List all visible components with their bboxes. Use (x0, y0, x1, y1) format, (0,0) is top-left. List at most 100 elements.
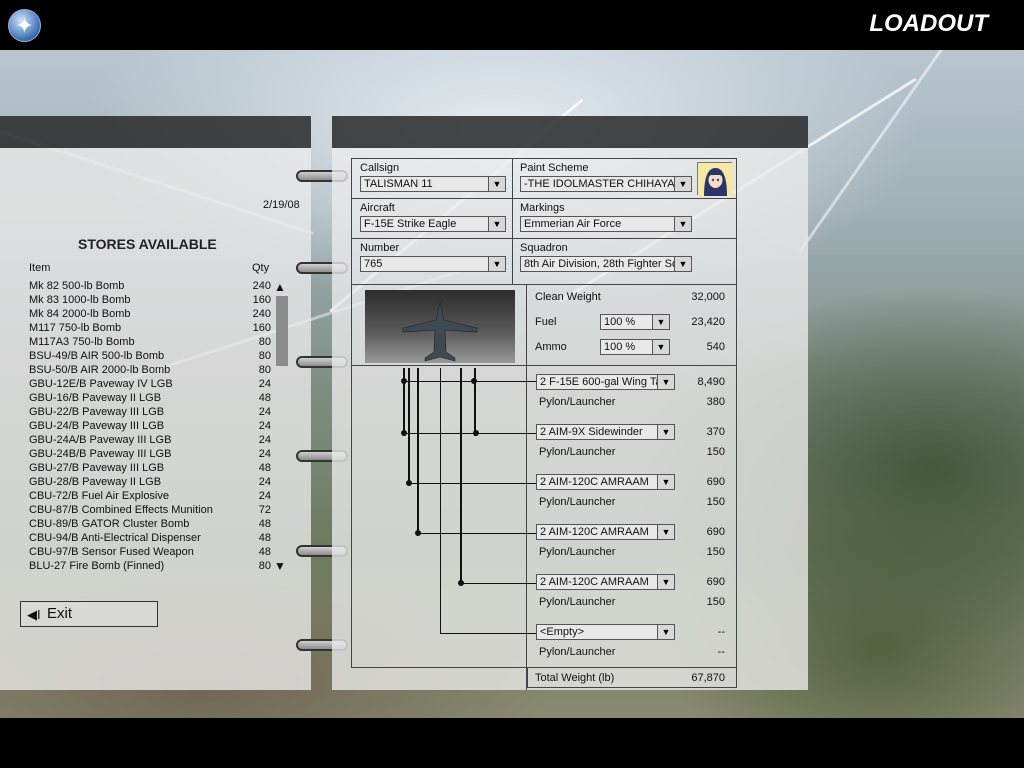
connector-dot (406, 480, 412, 486)
chevron-down-icon[interactable]: ▼ (657, 475, 674, 489)
stations-box (351, 366, 737, 668)
chevron-down-icon[interactable]: ▼ (657, 425, 674, 439)
station-6-store: <Empty> (540, 626, 585, 638)
station-1-store: 2 F-15E 600-gal Wing Ta (540, 376, 662, 388)
fuel-percent-dropdown[interactable]: 100 %▼ (600, 314, 670, 330)
form-column-divider (351, 158, 513, 285)
chevron-down-icon[interactable]: ▼ (674, 177, 691, 191)
number-dropdown[interactable]: 765▼ (360, 256, 506, 272)
aircraft-details-box (351, 158, 737, 285)
chevron-down-icon[interactable]: ▼ (488, 217, 505, 231)
store-row[interactable]: Mk 83 1000-lb Bomb 160 (29, 294, 271, 308)
stores-panel-header (0, 116, 311, 148)
squadron-dropdown[interactable]: 8th Air Division, 28th Fighter Sq▼ (520, 256, 692, 272)
store-name: GBU-28/B Paveway II LGB (29, 476, 162, 488)
connector-dot (415, 530, 421, 536)
station-3-dropdown[interactable]: 2 AIM-120C AMRAAM▼ (536, 474, 675, 490)
store-name: CBU-87/B Combined Effects Munition (29, 504, 213, 516)
store-name: Mk 84 2000-lb Bomb (29, 308, 131, 320)
markings-dropdown[interactable]: Emmerian Air Force▼ (520, 216, 692, 232)
bottom-bar (0, 718, 1024, 768)
aircraft-dropdown[interactable]: F-15E Strike Eagle ▼ (360, 216, 506, 232)
store-name: BSU-50/B AIR 2000-lb Bomb (29, 364, 171, 376)
aircraft-value: F-15E Strike Eagle (364, 218, 457, 230)
store-qty: 80 (258, 364, 271, 376)
store-name: Mk 83 1000-lb Bomb (29, 294, 131, 306)
store-name: GBU-16/B Paveway II LGB (29, 392, 162, 404)
contrail (798, 37, 951, 253)
scroll-up-arrow-icon[interactable]: ▲ (274, 280, 286, 294)
squadron-value: 8th Air Division, 28th Fighter Sq (524, 258, 679, 270)
store-qty: 48 (258, 546, 271, 558)
store-qty: 24 (258, 434, 271, 446)
callsign-dropdown[interactable]: TALISMAN 11▼ (360, 176, 506, 192)
store-qty: 24 (258, 490, 271, 502)
store-qty: 24 (258, 420, 271, 432)
station-4-dropdown[interactable]: 2 AIM-120C AMRAAM▼ (536, 524, 675, 540)
ammo-percent-dropdown[interactable]: 100 %▼ (600, 339, 670, 355)
store-row[interactable]: Mk 84 2000-lb Bomb 240 (29, 308, 271, 322)
store-qty: 240 (252, 280, 271, 292)
chevron-down-icon[interactable]: ▼ (657, 375, 674, 389)
store-name: CBU-97/B Sensor Fused Weapon (29, 546, 194, 558)
chevron-down-icon[interactable]: ▼ (488, 177, 505, 191)
chevron-down-icon[interactable]: ▼ (652, 315, 669, 329)
chevron-down-icon[interactable]: ▼ (657, 525, 674, 539)
chevron-down-icon[interactable]: ▼ (674, 217, 691, 231)
clean-weight-label: Clean Weight (535, 291, 601, 303)
chevron-down-icon[interactable]: ▼ (657, 625, 674, 639)
ammo-label: Ammo (535, 341, 567, 353)
store-name: CBU-89/B GATOR Cluster Bomb (29, 518, 190, 530)
chevron-down-icon[interactable]: ▼ (674, 257, 691, 271)
store-row[interactable]: BLU-27 Fire Bomb (Finned)80 (29, 560, 271, 574)
exit-button[interactable]: ◀I Exit (20, 601, 158, 627)
wire (417, 368, 419, 534)
store-row[interactable]: CBU-89/B GATOR Cluster Bomb 48 (29, 518, 271, 532)
scroll-down-arrow-icon[interactable]: ▼ (274, 559, 286, 573)
screen-title: LOADOUT (869, 10, 988, 37)
store-qty: 240 (252, 308, 271, 320)
station-6-pylon-label: Pylon/Launcher (539, 646, 616, 658)
store-name: BSU-49/B AIR 500-lb Bomb (29, 350, 165, 362)
store-qty: 48 (258, 518, 271, 530)
store-name: CBU-72/B Fuel Air Explosive (29, 490, 169, 502)
stores-panel (0, 148, 311, 690)
station-5-dropdown[interactable]: 2 AIM-120C AMRAAM▼ (536, 574, 675, 590)
stations-column-divider (526, 285, 527, 690)
wire (440, 368, 441, 634)
scrollbar-thumb[interactable] (276, 296, 288, 366)
wire (403, 433, 536, 434)
store-row[interactable]: CBU-97/B Sensor Fused Weapon 48 (29, 546, 271, 560)
chevron-down-icon[interactable]: ▼ (488, 257, 505, 271)
squadron-label: Squadron (520, 242, 568, 254)
station-2-dropdown[interactable]: 2 AIM-9X Sidewinder▼ (536, 424, 675, 440)
wire (440, 633, 536, 634)
store-name: GBU-12E/B Paveway IV LGB (29, 378, 173, 390)
connector-dot (473, 430, 479, 436)
store-row[interactable]: BSU-50/B AIR 2000-lb Bomb 80 (29, 364, 271, 378)
station-1-dropdown[interactable]: 2 F-15E 600-gal Wing Ta▼ (536, 374, 675, 390)
station-6-dropdown[interactable]: <Empty> ▼ (536, 624, 675, 640)
number-label: Number (360, 242, 400, 254)
chevron-down-icon[interactable]: ▼ (657, 575, 674, 589)
paint-scheme-dropdown[interactable]: -THE IDOLMASTER CHIHAYA-▼ (520, 176, 692, 192)
chevron-down-icon[interactable]: ▼ (652, 340, 669, 354)
store-qty: 160 (252, 322, 271, 334)
store-row[interactable]: CBU-72/B Fuel Air Explosive 24 (29, 490, 271, 504)
loadout-panel-header (332, 116, 808, 148)
store-qty: 160 (252, 294, 271, 306)
